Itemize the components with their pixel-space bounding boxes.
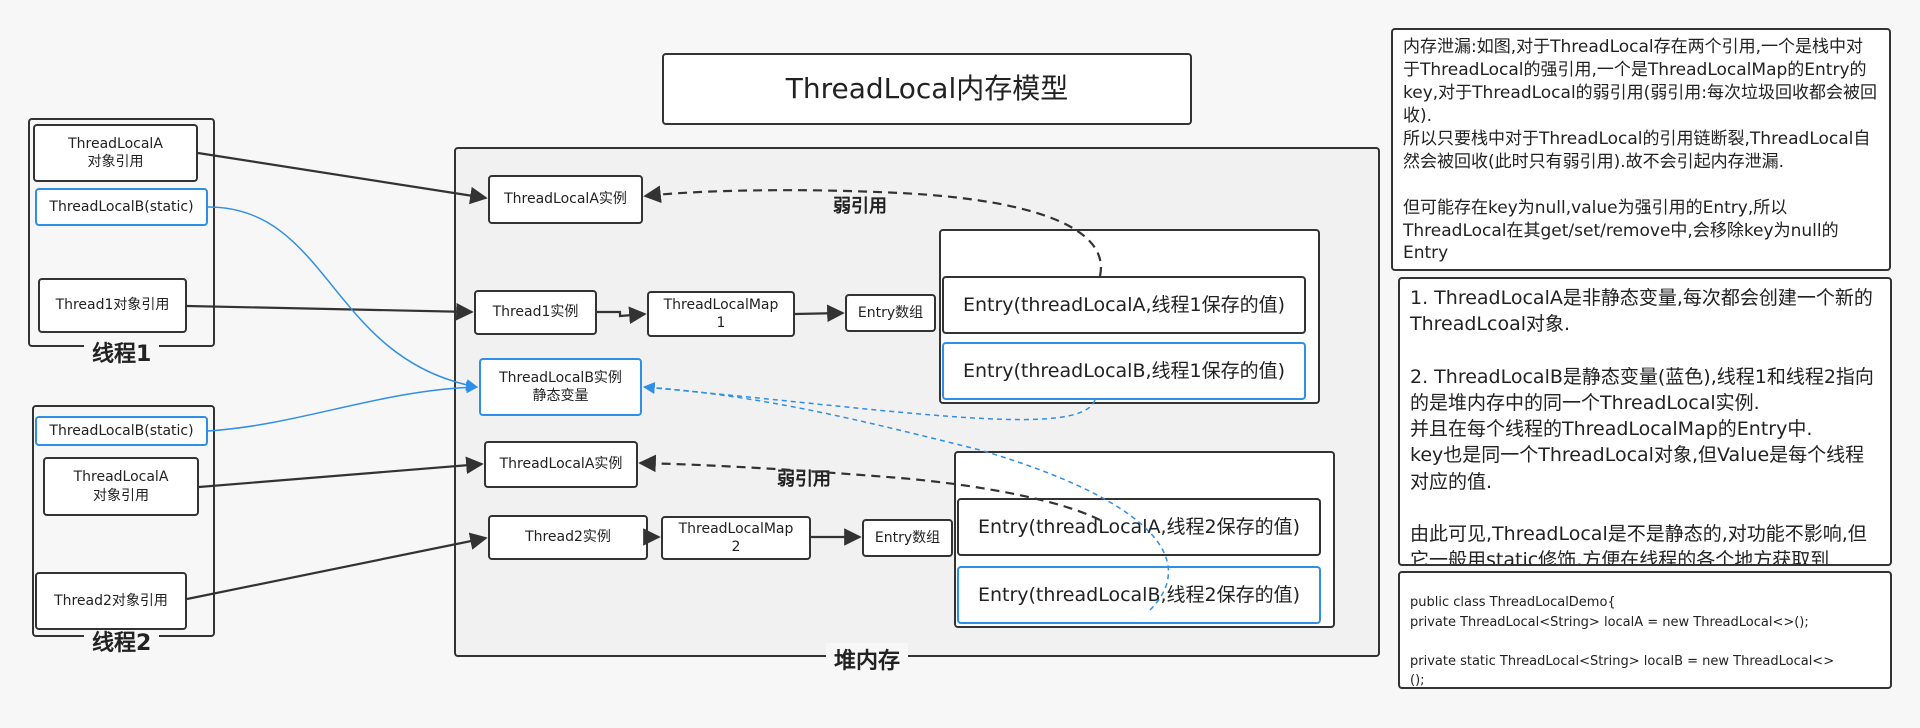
thread1-ref-b: ThreadLocalB(static) [35,188,208,226]
weak-ref-arrow-1 [643,185,1103,277]
threadlocalmap-1: ThreadLocalMap 1 [647,291,795,337]
entry-thread1-a: Entry(threadLocalA,线程1保存的值) [942,276,1306,334]
entry-thread2-a: Entry(threadLocalA,线程2保存的值) [957,498,1321,556]
arrow-t1-thread-to-instance [186,302,474,321]
thread2-label: 线程2 [84,625,160,657]
arrow-thread1-to-map1 [597,306,647,325]
threadlocal-b-instance: ThreadLocalB实例 静态变量 [479,358,642,416]
thread1-instance: Thread1实例 [474,290,597,335]
entry-array-1: Entry数组 [845,294,936,332]
threadlocal-a-instance-1: ThreadLocalA实例 [488,175,643,224]
code-note: public class ThreadLocalDemo{ private Th… [1398,571,1892,689]
weak-ref-label-1: 弱引用 [833,196,887,217]
arrow-t1-refa-to-instanceA [197,151,488,205]
explanation-note: 1. ThreadLocalA是非静态变量,每次都会创建一个新的ThreadLc… [1398,277,1892,566]
memory-leak-note: 内存泄漏:如图,对于ThreadLocal存在两个引用,一个是栈中对于Threa… [1391,28,1891,271]
thread2-instance: Thread2实例 [488,515,648,560]
blue-dashed-entry2b-to-b [643,386,1170,611]
blue-arrow-t2-refb [207,381,479,432]
arrow-t2-refa-to-instanceA [198,456,484,489]
entry-thread1-b: Entry(threadLocalB,线程1保存的值) [942,342,1306,400]
blue-dashed-entry1b-to-b [642,381,1096,421]
diagram-title: ThreadLocal内存模型 [662,53,1192,125]
thread2-ref-b: ThreadLocalB(static) [35,416,208,446]
thread1-object-ref: Thread1对象引用 [38,278,187,333]
thread2-ref-a: ThreadLocalA 对象引用 [43,457,199,516]
arrow-t2-thread-to-instance [186,532,488,601]
threadlocal-a-instance-2: ThreadLocalA实例 [484,441,638,488]
thread1-ref-a: ThreadLocalA 对象引用 [33,124,198,182]
entry-array-2: Entry数组 [862,519,953,557]
blue-arrow-t1-refb [207,206,479,391]
weak-ref-arrow-2 [638,454,1101,521]
weak-ref-label-2: 弱引用 [777,469,831,490]
thread2-object-ref: Thread2对象引用 [35,572,187,630]
thread1-label: 线程1 [84,336,160,368]
arrow-map1-to-entries1 [794,304,845,323]
threadlocalmap-2: ThreadLocalMap 2 [661,516,811,560]
entry-thread2-b: Entry(threadLocalB,线程2保存的值) [957,566,1321,624]
heap-label: 堆内存 [826,643,909,675]
